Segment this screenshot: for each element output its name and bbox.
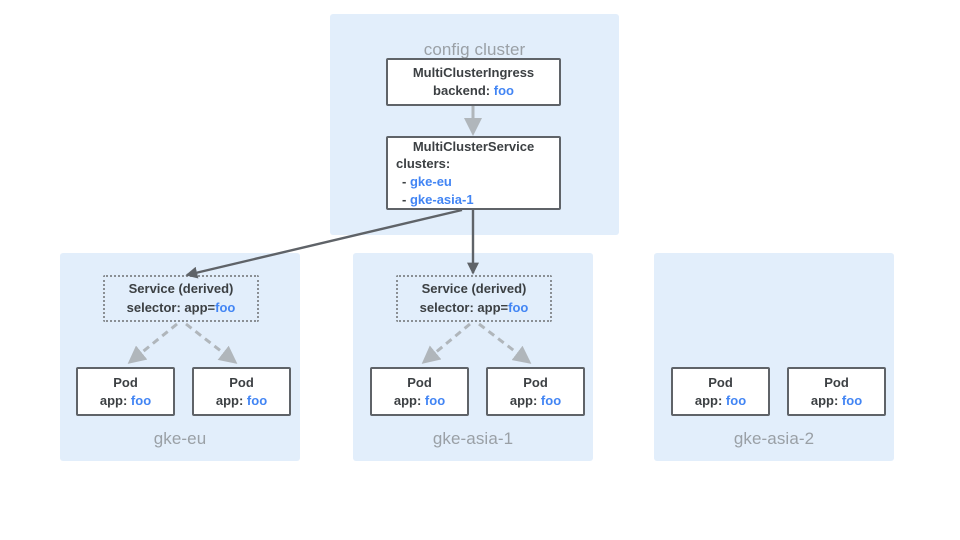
derived-service-box-gke-asia-1[interactable]: Service (derived) selector: app=foo — [396, 275, 552, 322]
derived-service-selector-label: selector: app= — [126, 299, 216, 315]
pod-app-value: foo — [246, 392, 268, 408]
pod-title: Pod — [407, 374, 432, 390]
multiclusteringress-backend-field: backend: foo — [433, 82, 514, 100]
derived-service-title-gke-asia-1: Service (derived) — [421, 281, 527, 297]
pod-app-field: app: foo — [216, 392, 267, 410]
cluster-label-gke-asia-1: gke-asia-1 — [432, 429, 514, 448]
pod-title: Pod — [113, 374, 138, 390]
multiclusteringress-box[interactable]: MultiClusterIngress backend: foo — [386, 58, 561, 106]
derived-service-selector-gke-asia-1: selector: app=foo — [420, 299, 529, 317]
list-dash: - — [402, 191, 407, 207]
derived-service-selector-value: foo — [215, 299, 236, 315]
derived-service-selector-label: selector: app= — [419, 299, 509, 315]
cluster-panel-gke-eu: gke-eu — [60, 253, 300, 461]
cluster-panel-gke-asia-1: gke-asia-1 — [353, 253, 593, 461]
cluster-panel-gke-asia-2: gke-asia-2 — [654, 253, 894, 461]
pod-app-field: app: foo — [100, 392, 151, 410]
pod-box-gke-eu-2[interactable]: Pod app: foo — [192, 367, 291, 416]
pod-app-label: app: — [215, 392, 244, 408]
multiclusterservice-cluster-item: - gke-eu — [396, 173, 452, 191]
pod-app-value: foo — [424, 392, 446, 408]
cluster-label-gke-asia-2: gke-asia-2 — [733, 429, 815, 448]
pod-app-label: app: — [509, 392, 538, 408]
pod-app-value: foo — [540, 392, 562, 408]
derived-service-title-gke-eu: Service (derived) — [128, 281, 234, 297]
multiclusterservice-cluster-item: - gke-asia-1 — [396, 191, 474, 209]
list-dash: - — [402, 174, 407, 189]
multiclusterservice-clusters-label: clusters: — [396, 156, 451, 172]
pod-app-label: app: — [99, 392, 128, 408]
pod-box-gke-eu-1[interactable]: Pod app: foo — [76, 367, 175, 416]
pod-app-label: app: — [393, 392, 422, 408]
multiclusterservice-box[interactable]: MultiClusterService clusters: - gke-eu -… — [386, 136, 561, 210]
multiclusteringress-backend-label: backend: — [433, 83, 491, 98]
pod-app-field: app: foo — [510, 392, 561, 410]
pod-title: Pod — [708, 374, 733, 390]
pod-app-value: foo — [841, 392, 863, 408]
multiclusteringress-backend-value: foo — [493, 83, 514, 98]
pod-app-label: app: — [810, 392, 839, 408]
cluster-label-gke-eu: gke-eu — [153, 429, 207, 448]
pod-title: Pod — [229, 374, 254, 390]
derived-service-selector-value: foo — [508, 299, 529, 315]
pod-app-field: app: foo — [811, 392, 862, 410]
pod-box-gke-asia-1-2[interactable]: Pod app: foo — [486, 367, 585, 416]
pod-app-field: app: foo — [394, 392, 445, 410]
pod-box-gke-asia-1-1[interactable]: Pod app: foo — [370, 367, 469, 416]
config-cluster-label: config cluster — [423, 40, 526, 59]
pod-box-gke-asia-2-2[interactable]: Pod app: foo — [787, 367, 886, 416]
pod-title: Pod — [523, 374, 548, 390]
pod-box-gke-asia-2-1[interactable]: Pod app: foo — [671, 367, 770, 416]
multiclusterservice-cluster-value: gke-eu — [409, 174, 452, 189]
multiclusterservice-title: MultiClusterService — [412, 138, 535, 154]
pod-app-label: app: — [694, 392, 723, 408]
pod-app-value: foo — [130, 392, 152, 408]
pod-app-value: foo — [725, 392, 747, 408]
multiclusteringress-title: MultiClusterIngress — [412, 65, 535, 81]
derived-service-box-gke-eu[interactable]: Service (derived) selector: app=foo — [103, 275, 259, 322]
pod-app-field: app: foo — [695, 392, 746, 410]
pod-title: Pod — [824, 374, 849, 390]
derived-service-selector-gke-eu: selector: app=foo — [127, 299, 236, 317]
multiclusterservice-cluster-value: gke-asia-1 — [409, 191, 474, 207]
